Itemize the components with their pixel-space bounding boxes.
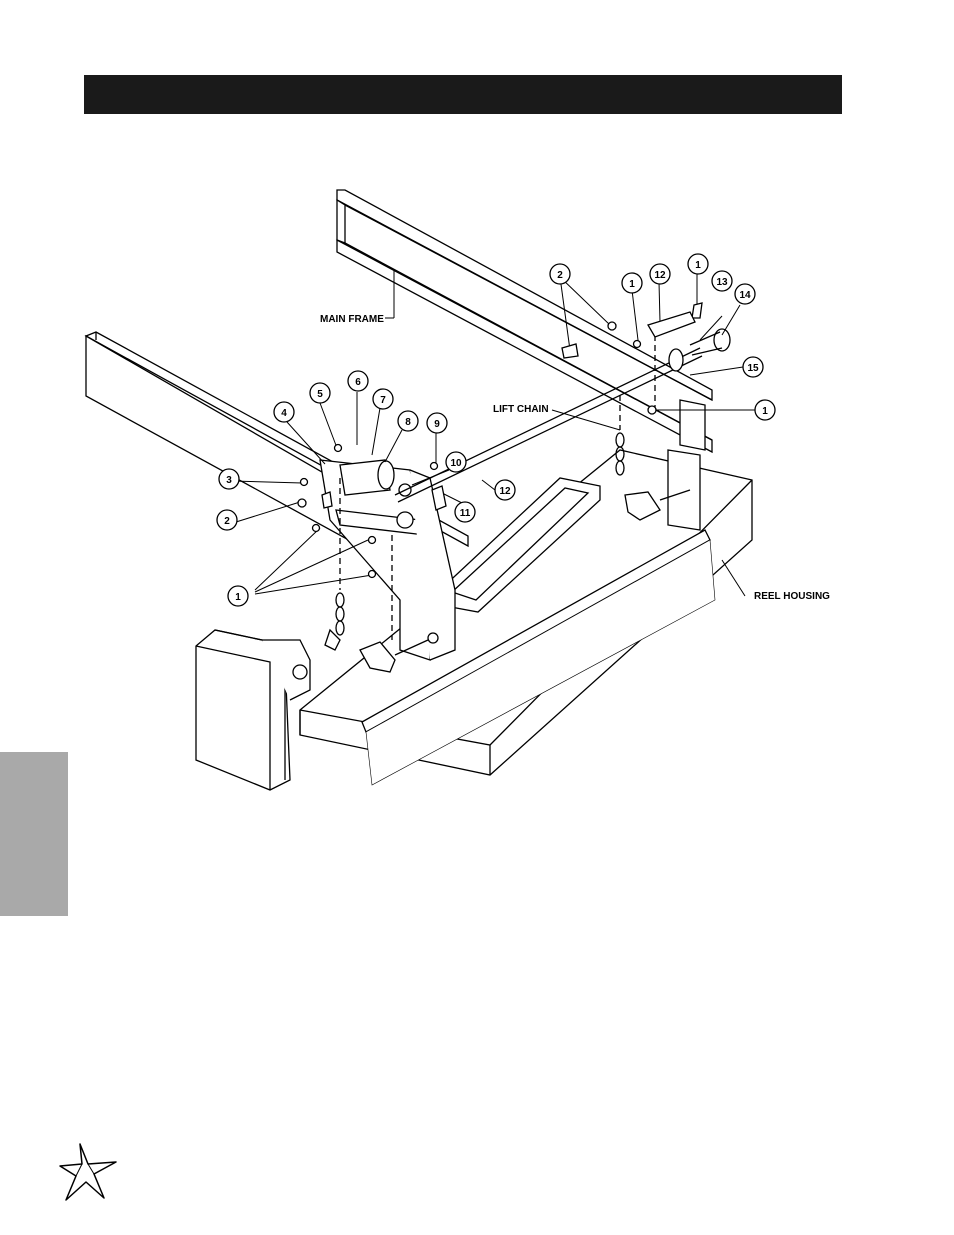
svg-text:9: 9 <box>434 419 440 430</box>
section-header-bar <box>84 75 842 114</box>
lift-chain-label: LIFT CHAIN <box>493 404 549 415</box>
callout-14: 14 <box>734 283 756 305</box>
callout-15: 15 <box>742 356 764 378</box>
svg-text:1: 1 <box>762 406 768 417</box>
main-frame-rail <box>336 189 713 454</box>
right-bracket <box>667 399 706 531</box>
left-bracket <box>319 459 456 661</box>
svg-text:5: 5 <box>317 389 323 400</box>
callout-8: 8 <box>397 410 419 432</box>
leader-lines <box>230 270 755 597</box>
callout-7: 7 <box>372 388 394 410</box>
callout-1-left: 1 <box>227 585 249 607</box>
svg-text:4: 4 <box>281 408 287 419</box>
callout-5: 5 <box>309 382 331 404</box>
svg-text:8: 8 <box>405 417 411 428</box>
pivot-bushing <box>339 459 391 496</box>
reel-housing-label: REEL HOUSING <box>754 591 830 602</box>
bushing-end <box>377 460 395 490</box>
main-frame-label: MAIN FRAME <box>320 314 384 325</box>
callout-6: 6 <box>347 370 369 392</box>
callout-1-top-b: 1 <box>687 253 709 275</box>
callout-12-top: 12 <box>649 263 671 285</box>
svg-text:2: 2 <box>557 270 563 281</box>
callout-11: 11 <box>454 501 476 523</box>
svg-text:2: 2 <box>224 516 230 527</box>
motor-housing <box>195 629 311 791</box>
callout-3: 3 <box>218 468 240 490</box>
callout-13: 13 <box>711 270 733 292</box>
brush-strip <box>361 529 716 786</box>
svg-text:12: 12 <box>654 270 666 281</box>
callout-9: 9 <box>426 412 448 434</box>
svg-text:14: 14 <box>739 290 751 301</box>
callout-10: 10 <box>445 451 467 473</box>
svg-text:12: 12 <box>499 486 511 497</box>
callout-4: 4 <box>273 401 295 423</box>
svg-text:15: 15 <box>747 363 759 374</box>
svg-text:1: 1 <box>695 260 701 271</box>
svg-text:11: 11 <box>460 508 471 519</box>
lift-hook-left <box>324 628 439 673</box>
svg-text:10: 10 <box>450 458 462 469</box>
svg-text:13: 13 <box>716 277 728 288</box>
svg-text:7: 7 <box>380 395 386 406</box>
svg-text:1: 1 <box>629 279 635 290</box>
lift-chain-left <box>335 478 345 636</box>
svg-text:1: 1 <box>235 592 241 603</box>
hardware-fasteners <box>297 302 703 579</box>
lift-hook-right <box>624 489 691 521</box>
callout-2-left: 2 <box>216 509 238 531</box>
callout-1-right: 1 <box>754 399 776 421</box>
callout-2-top: 2 <box>549 263 571 285</box>
star-logo-icon <box>59 1143 117 1201</box>
callout-12-mid: 12 <box>494 479 516 501</box>
svg-text:3: 3 <box>226 475 232 486</box>
lift-chain-right <box>615 395 625 476</box>
pivot-shaft <box>394 328 731 503</box>
svg-text:6: 6 <box>355 377 361 388</box>
section-side-tab <box>0 752 68 916</box>
callout-1-top-a: 1 <box>621 272 643 294</box>
